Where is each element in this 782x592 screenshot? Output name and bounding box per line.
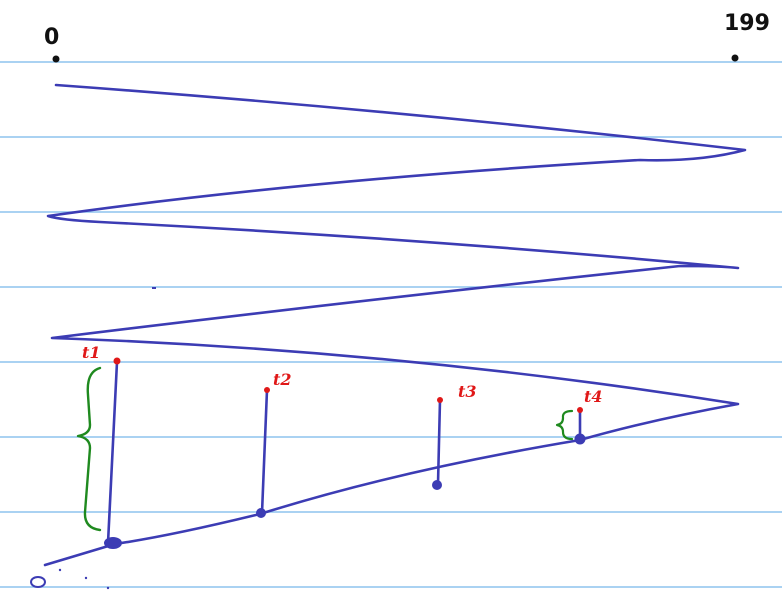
- t4-label: t4: [584, 387, 603, 406]
- small-green-brace: [555, 409, 574, 441]
- t1-top-point: [113, 357, 121, 365]
- left-end-label: 0: [44, 25, 59, 50]
- t4-top-point: [577, 407, 583, 413]
- zigzag-path: [43, 83, 747, 567]
- time-labels: t1 t2 t3 t4: [82, 343, 603, 406]
- stray-dot: [58, 568, 62, 572]
- t4-base-dot: [574, 433, 586, 445]
- bottom-scribble-circle: [30, 576, 46, 588]
- large-green-brace: [76, 366, 102, 532]
- t2-label: t2: [273, 370, 292, 389]
- t1-base-dot: [104, 537, 122, 549]
- markers: [106, 360, 582, 545]
- marker-t3-line: [436, 398, 442, 486]
- t2-base-dot: [256, 508, 266, 518]
- right-end-dot: [731, 54, 739, 62]
- left-end-dot: [52, 55, 60, 63]
- right-end-label: 199: [724, 11, 770, 36]
- t3-top-point: [437, 397, 443, 403]
- t1-label: t1: [82, 343, 101, 362]
- t2-top-point: [264, 387, 270, 393]
- t3-base-dot: [432, 480, 442, 490]
- marker-t1-line: [106, 360, 119, 545]
- marker-t2-line: [260, 388, 269, 515]
- stray-dot: [84, 576, 88, 580]
- t3-label: t3: [458, 382, 477, 401]
- stray-dot: [106, 586, 110, 590]
- ruled-lines: [0, 61, 782, 588]
- top-points: [113, 357, 583, 413]
- base-dots: [104, 433, 586, 549]
